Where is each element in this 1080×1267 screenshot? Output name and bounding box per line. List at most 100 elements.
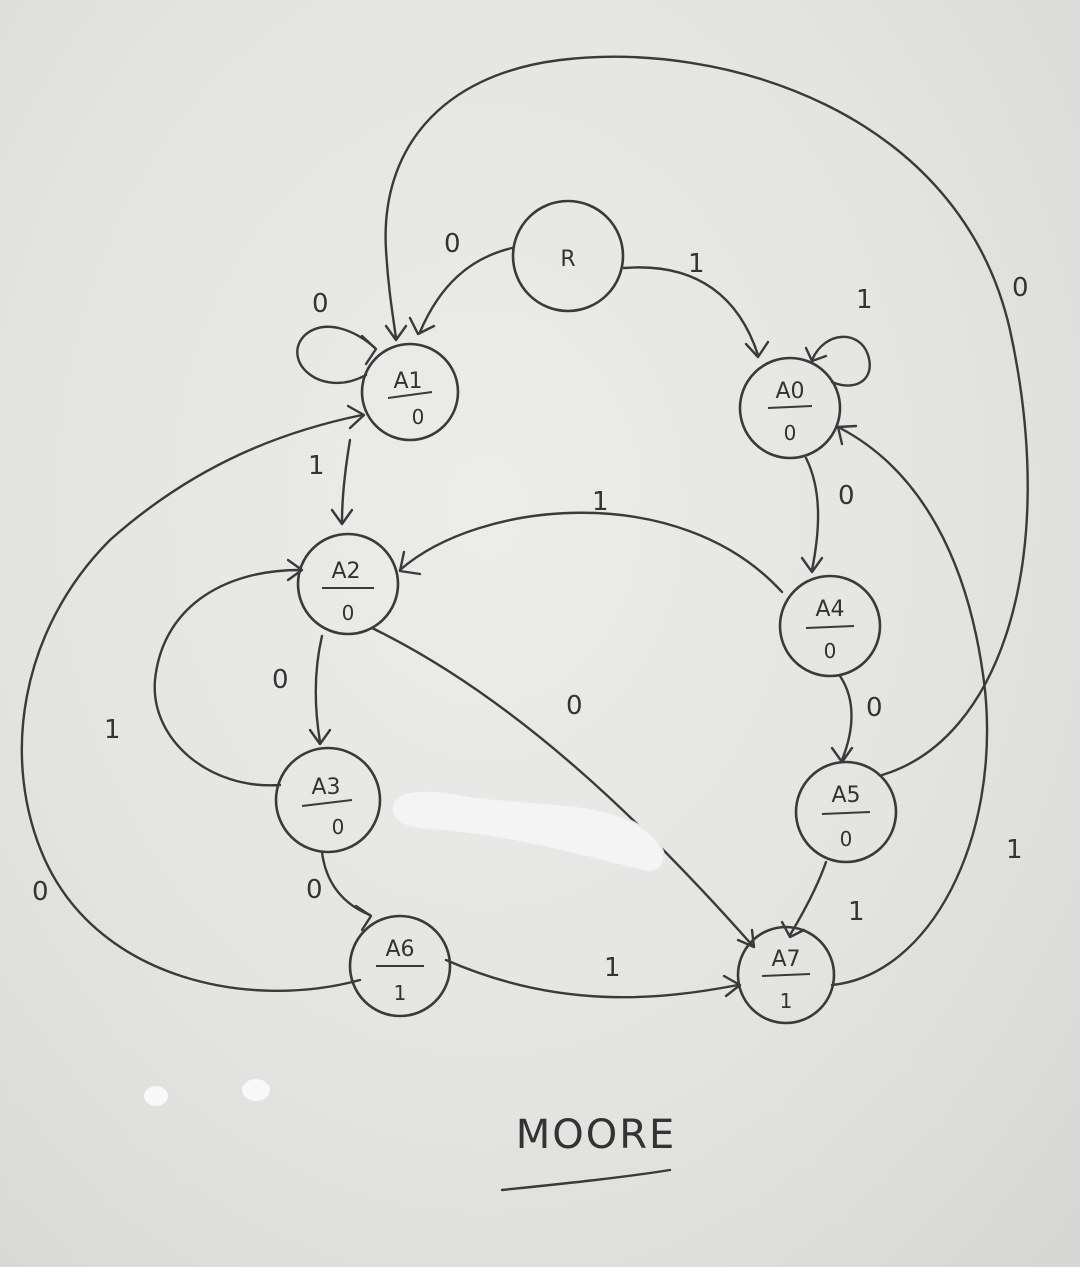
state-a4-name: A4 [815, 597, 844, 622]
state-r-circle [511, 199, 625, 313]
arrowhead-a0-self [804, 346, 828, 363]
correction-fluid-dot [242, 1079, 270, 1101]
state-a6-output: 1 [394, 981, 407, 1005]
label-a5-a1: 0 [1012, 273, 1029, 303]
arrowhead-a3-a2 [286, 558, 304, 582]
label-a6-a1: 0 [32, 877, 49, 907]
state-a5-name: A5 [831, 783, 860, 808]
edge-a4-a2 [398, 511, 784, 594]
edge-a0-self [810, 335, 871, 387]
arrowhead-a2-a7 [736, 928, 756, 949]
correction-fluid-dot [144, 1086, 168, 1106]
label-a4-a2: 1 [592, 487, 609, 517]
state-a1-circle [360, 342, 460, 442]
state-a6-circle [348, 914, 452, 1018]
edge-a1-self [296, 325, 377, 385]
arrowhead-a6-a1 [346, 404, 366, 430]
edge-a6-a7 [444, 958, 740, 999]
state-a0-divider [767, 405, 813, 409]
state-a7-divider [761, 973, 811, 977]
edge-a5-a1 [384, 55, 1029, 777]
edge-a7-a0 [830, 426, 989, 987]
edge-a1-a2 [340, 438, 352, 524]
label-a1-a2: 1 [308, 451, 325, 481]
arrowhead-r-a1 [408, 316, 436, 336]
label-a5-a7: 1 [848, 897, 865, 927]
label-a0-a4: 0 [838, 481, 855, 511]
state-a0-name: A0 [775, 379, 804, 404]
label-a7-a0: 1 [1006, 835, 1023, 865]
state-a3-circle [274, 746, 382, 854]
state-a1-divider [387, 391, 433, 399]
arrowhead-a0-a4 [800, 556, 824, 574]
edge-r-a0 [622, 266, 760, 357]
state-a3-output: 0 [332, 815, 345, 839]
state-a4: A4 0 [778, 574, 882, 678]
label-a4-a5: 0 [866, 693, 883, 723]
state-a2-circle [296, 532, 400, 636]
label-a3-a2: 1 [104, 715, 121, 745]
state-a1: A1 0 [360, 342, 460, 442]
arrowhead-a4-a2 [398, 550, 422, 576]
arrowhead-r-a0 [744, 340, 770, 359]
caption-text: MOORE [516, 1112, 677, 1158]
label-a2-a3: 0 [272, 665, 289, 695]
state-a0-circle [738, 356, 842, 460]
edge-a2-a7 [370, 626, 754, 947]
state-a2-output: 0 [342, 601, 355, 625]
caption-underline [500, 1168, 672, 1192]
edge-a5-a7 [788, 860, 828, 937]
arrowhead-a7-a0 [836, 424, 858, 446]
state-a4-output: 0 [824, 639, 837, 663]
label-a6-a7: 1 [604, 953, 621, 983]
label-a3-a6: 0 [306, 875, 323, 905]
edge-a3-a2 [153, 568, 302, 787]
edge-a2-a3 [314, 634, 324, 744]
state-a3-name: A3 [311, 775, 340, 800]
state-a7-output: 1 [780, 989, 793, 1013]
edge-labels: 0 1 0 1 1 0 1 0 1 0 0 0 1 0 1 0 1 [32, 229, 1029, 983]
state-a3: A3 0 [274, 746, 382, 854]
arrowhead-a1-a2 [330, 508, 354, 526]
correction-fluid-smear [390, 789, 666, 874]
label-r-a0: 1 [688, 249, 705, 279]
diagram-caption: MOORE [500, 1112, 677, 1192]
label-a2-a7: 0 [566, 691, 583, 721]
label-a0-self: 1 [856, 285, 873, 315]
arrowhead-a2-a3 [308, 728, 332, 746]
state-a7-circle [736, 925, 836, 1025]
state-a5: A5 0 [794, 760, 898, 864]
state-a2: A2 0 [296, 532, 400, 636]
arrowhead-a3-a6 [354, 904, 373, 932]
state-a4-divider [805, 625, 855, 629]
edge-a3-a6 [320, 850, 372, 917]
state-a1-name: A1 [393, 369, 422, 394]
states: R A1 0 A0 0 A2 0 A4 0 [274, 199, 898, 1025]
state-a0-output: 0 [784, 421, 797, 445]
label-a1-self: 0 [312, 289, 329, 319]
edge-a0-a4 [804, 456, 820, 572]
state-a5-output: 0 [840, 827, 853, 851]
edge-a6-a1 [20, 413, 364, 992]
edge-r-a1 [418, 246, 514, 334]
edge-a4-a5 [838, 674, 853, 762]
state-a1-output: 0 [412, 405, 425, 429]
state-r: R [511, 199, 625, 313]
state-a5-divider [821, 811, 871, 815]
correction-marks [144, 789, 666, 1106]
state-a7: A7 1 [736, 925, 836, 1025]
state-r-name: R [560, 247, 575, 272]
state-a6-name: A6 [385, 937, 414, 962]
state-a2-name: A2 [331, 559, 360, 584]
state-a0: A0 0 [738, 356, 842, 460]
label-r-a1: 0 [444, 229, 461, 259]
state-a6: A6 1 [348, 914, 452, 1018]
edges [20, 55, 1029, 999]
state-a5-circle [794, 760, 898, 864]
state-a3-divider [301, 799, 353, 807]
arrowhead-a5-a1 [384, 324, 408, 342]
arrowhead-a1-self [360, 334, 378, 366]
state-a7-name: A7 [771, 947, 800, 972]
